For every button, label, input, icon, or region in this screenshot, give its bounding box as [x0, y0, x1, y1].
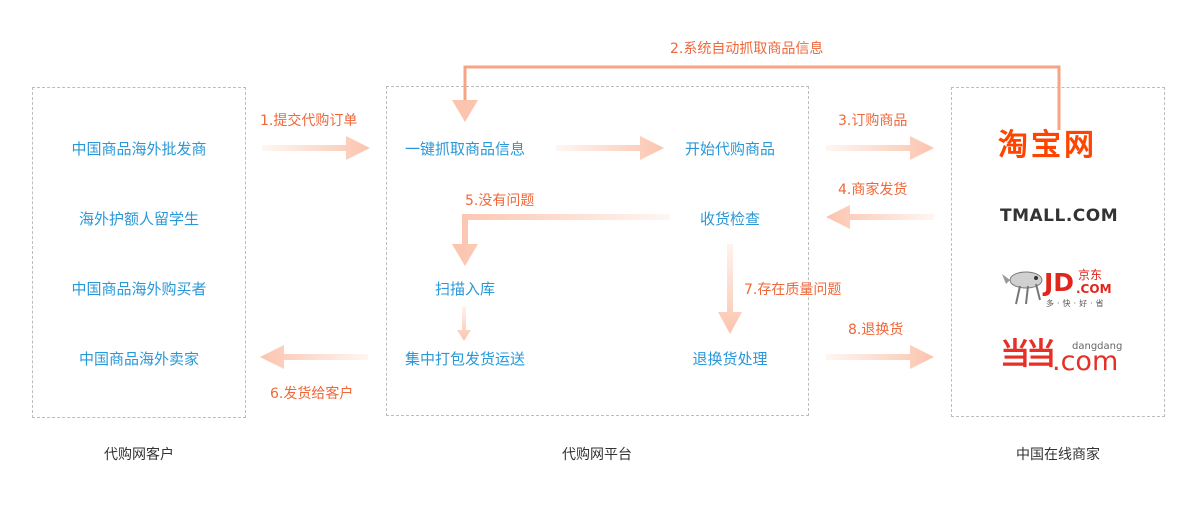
platform-item-grab-info: 一键抓取商品信息: [404, 140, 526, 158]
arrow-step3: [826, 136, 934, 160]
arrow-step1: [262, 136, 370, 160]
step-label-7: 7.存在质量问题: [744, 282, 842, 298]
dangdang-small-text: dangdang: [1072, 341, 1123, 352]
dangdang-logo: 当当 dangdang .com: [1000, 337, 1123, 377]
tmall-logo: TMALL.COM: [1000, 206, 1119, 226]
jd-cn-text: 京东: [1078, 268, 1103, 282]
arrow-scan-to-pack: [457, 306, 471, 341]
platform-item-scan-storage: 扫描入库: [434, 280, 496, 298]
arrow-step4: [826, 205, 934, 229]
customer-item-students: 海外护额人留学生: [78, 210, 200, 228]
customers-box: [32, 87, 246, 418]
arrow-step8: [826, 345, 934, 369]
step-label-5: 5.没有问题: [465, 193, 535, 209]
jd-com-text: .COM: [1076, 282, 1112, 296]
arrow-grab-to-start: [556, 136, 664, 160]
jd-wordmark: JD: [1044, 268, 1075, 297]
step-label-8: 8.退换货: [848, 322, 904, 338]
dangdang-com-text: .com: [1052, 346, 1119, 377]
jd-logo: JD 京东 .COM 多·快·好·省: [1000, 266, 1120, 310]
taobao-logo: 淘宝网: [998, 128, 1097, 163]
platform-item-inspection: 收货检查: [699, 210, 761, 228]
arrow-step7: [718, 244, 742, 334]
customer-item-buyers: 中国商品海外购买者: [71, 280, 207, 298]
platform-item-pack-ship: 集中打包发货运送: [404, 350, 526, 368]
jd-slogan: 多·快·好·省: [1046, 299, 1107, 308]
dangdang-mark: 当当: [1000, 337, 1056, 372]
caption-platform: 代购网平台: [562, 447, 632, 463]
arrow-step2-head: [452, 100, 478, 122]
step-label-4: 4.商家发货: [838, 182, 908, 198]
step-label-2: 2.系统自动抓取商品信息: [670, 41, 824, 57]
jd-dog-icon: [1002, 271, 1043, 305]
arrow-step2-line: [463, 65, 1061, 130]
arrow-step6: [260, 345, 368, 369]
platform-item-returns: 退换货处理: [692, 350, 768, 368]
customer-item-sellers: 中国商品海外卖家: [78, 350, 200, 368]
arrow-step5: [452, 214, 670, 266]
platform-box: [386, 86, 809, 416]
step-label-6: 6.发货给客户: [270, 386, 354, 402]
caption-customers: 代购网客户: [104, 447, 174, 463]
platform-item-start-purchase: 开始代购商品: [684, 140, 776, 158]
step-label-1: 1.提交代购订单: [260, 113, 358, 129]
caption-merchants: 中国在线商家: [1016, 447, 1100, 463]
step-label-3: 3.订购商品: [838, 113, 908, 129]
customer-item-wholesaler: 中国商品海外批发商: [71, 140, 207, 158]
